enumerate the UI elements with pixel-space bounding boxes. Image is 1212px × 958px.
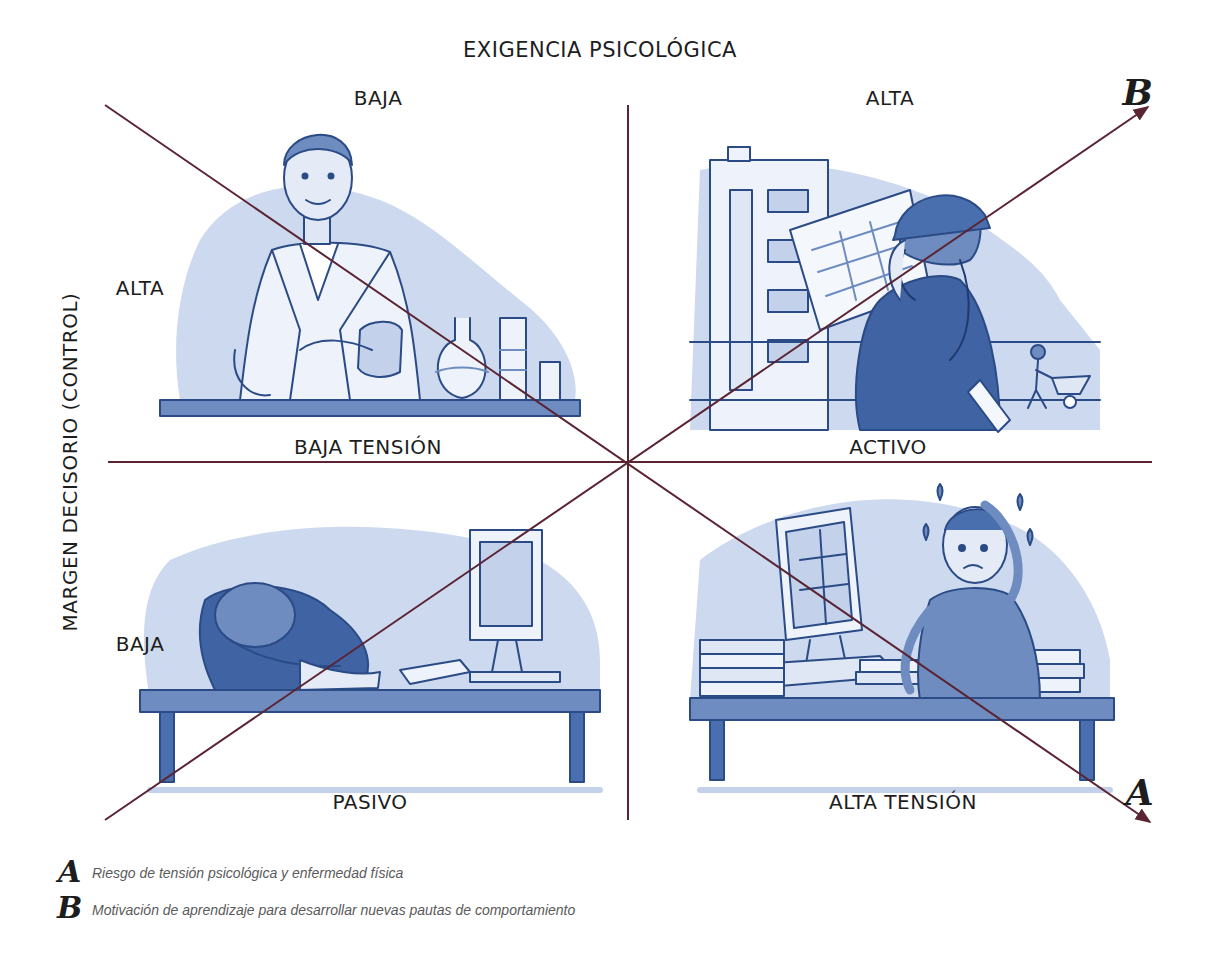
passive-worker-illustration-part — [144, 527, 600, 700]
legend-text: Motivación de aprendizaje para desarroll… — [92, 903, 575, 917]
stressed-worker-illustration — [690, 484, 1114, 790]
scientist-illustration-part — [436, 368, 488, 373]
column-header: BAJA — [354, 88, 403, 108]
legend-key: A — [58, 857, 82, 887]
stressed-worker-illustration-part — [964, 565, 982, 568]
scientist-illustration-part — [306, 200, 330, 204]
stressed-worker-illustration-part — [786, 522, 852, 628]
stressed-worker-illustration-part — [1080, 720, 1094, 780]
passive-worker-illustration-part — [160, 712, 174, 782]
engineer-illustration-part — [1052, 376, 1090, 394]
axis-title: EXIGENCIA PSICOLÓGICA — [463, 40, 737, 61]
engineer-illustration-part — [889, 240, 905, 300]
scientist-illustration-part — [272, 250, 300, 400]
engineer-illustration — [690, 147, 1100, 432]
scientist-illustration-part — [358, 322, 402, 377]
legend-key: B — [57, 893, 83, 923]
row-header: BAJA — [116, 634, 165, 654]
scientist-illustration-part — [500, 318, 526, 400]
stressed-worker-illustration-part — [924, 524, 929, 540]
scientist-illustration — [160, 135, 580, 416]
column-header: ALTA — [866, 88, 914, 108]
stressed-worker-illustration-part — [710, 720, 724, 780]
stressed-worker-illustration-part — [959, 545, 965, 551]
passive-worker-illustration-part — [570, 712, 584, 782]
engineer-illustration-part — [1031, 345, 1045, 359]
row-header: ALTA — [116, 278, 164, 298]
stressed-worker-illustration-part — [1028, 529, 1033, 545]
engineer-illustration-part — [728, 147, 750, 161]
stressed-worker-illustration-part — [700, 682, 784, 696]
passive-worker-illustration-part — [300, 660, 380, 690]
quadrant-label: PASIVO — [332, 792, 407, 812]
passive-worker-illustration-part — [230, 640, 340, 666]
passive-worker-illustration-part — [492, 640, 522, 672]
passive-worker-illustration — [140, 527, 600, 790]
engineer-illustration-part — [768, 190, 808, 212]
quadrant-label: ACTIVO — [849, 437, 926, 457]
scientist-illustration-part — [284, 135, 352, 165]
passive-worker-illustration-part — [480, 542, 532, 626]
scientist-illustration-part — [300, 341, 372, 350]
scientist-illustration-part — [500, 350, 526, 370]
stressed-worker-illustration-part — [690, 698, 1114, 720]
stressed-worker-illustration-part — [918, 588, 1040, 700]
stressed-worker-illustration-part — [938, 484, 943, 500]
arrow-end-letter: B — [1123, 74, 1154, 110]
stressed-worker-illustration-part — [985, 505, 1018, 600]
engineer-illustration-part — [968, 380, 1010, 432]
engineer-illustration-part — [950, 260, 969, 360]
scientist-illustration-part — [329, 174, 334, 179]
engineer-illustration-part — [690, 164, 1100, 430]
stressed-worker-illustration-part — [981, 545, 987, 551]
scientist-illustration-part — [176, 186, 576, 400]
stressed-worker-illustration-part — [905, 610, 930, 690]
engineer-illustration-part — [1028, 360, 1056, 408]
engineer-illustration-part — [768, 290, 808, 312]
scientist-illustration-part — [540, 362, 560, 400]
stressed-worker-illustration-part — [1018, 494, 1023, 510]
arrow-end-letter: A — [1126, 774, 1154, 810]
engineer-illustration-part — [1064, 396, 1076, 408]
scientist-illustration-part — [240, 243, 420, 400]
quadrant-label: ALTA TENSIÓN — [829, 792, 977, 812]
stressed-worker-illustration-part — [700, 787, 1110, 793]
stressed-worker-illustration-part — [700, 668, 784, 682]
passive-worker-illustration-part — [150, 787, 600, 793]
stressed-worker-illustration-part — [700, 654, 784, 668]
scientist-illustration-part — [160, 400, 580, 416]
stressed-worker-illustration-part — [700, 640, 784, 654]
learning-diagonal-arrow — [105, 107, 1148, 820]
scientist-illustration-part — [234, 350, 270, 395]
engineer-illustration-part — [893, 195, 990, 240]
passive-worker-illustration-part — [140, 690, 600, 712]
passive-worker-illustration-part — [215, 583, 295, 647]
axis-title: MARGEN DECISORIO (CONTROL) — [60, 293, 80, 632]
scientist-illustration-part — [438, 318, 486, 398]
scientist-illustration-part — [303, 174, 308, 179]
strain-diagonal-arrow — [105, 105, 1150, 822]
engineer-illustration-part — [730, 190, 752, 390]
stressed-worker-illustration-part — [690, 499, 1110, 700]
quadrant-label: BAJA TENSIÓN — [294, 437, 442, 457]
axis-lines — [105, 105, 1152, 822]
legend-text: Riesgo de tensión psicológica y enfermed… — [92, 866, 403, 880]
passive-worker-illustration-part — [400, 660, 470, 684]
passive-worker-illustration-part — [470, 672, 560, 682]
